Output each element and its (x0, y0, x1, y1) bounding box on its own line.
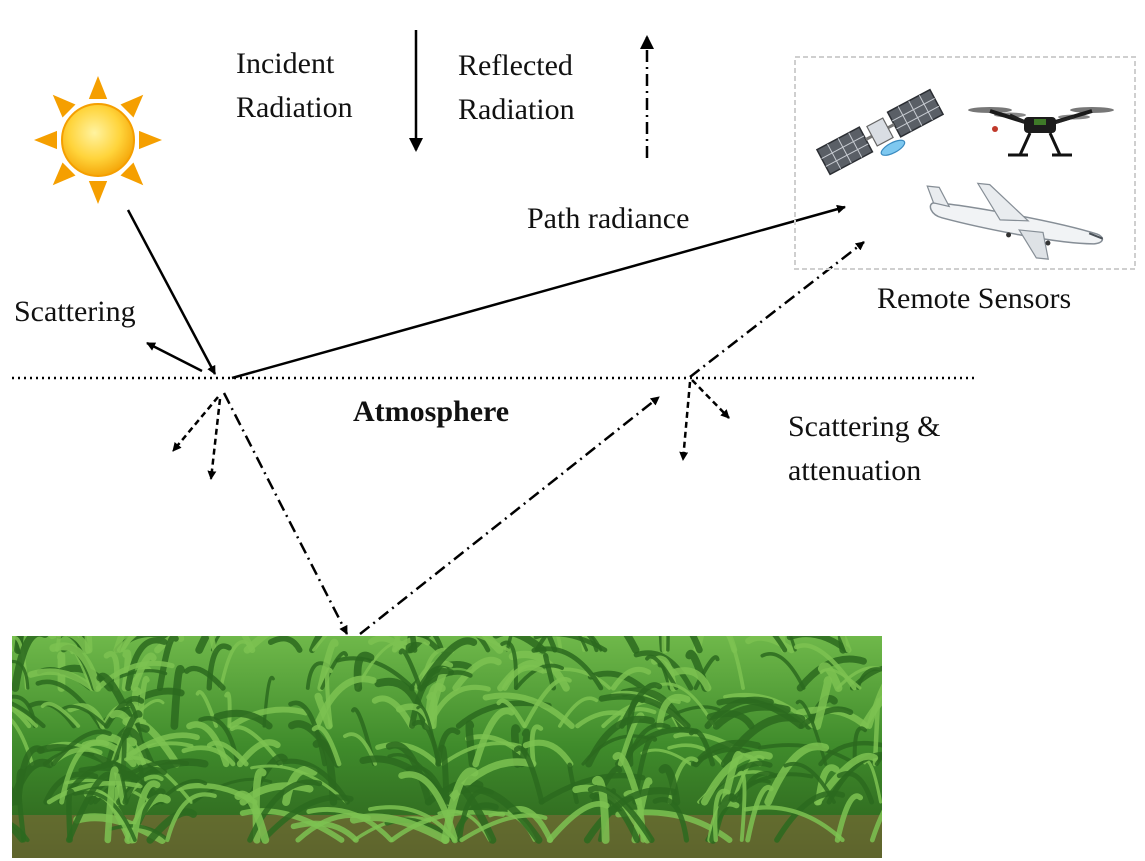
remote-sensors-frame (794, 56, 1136, 270)
reflected-ray-from-surface (359, 396, 660, 635)
crop-field-image (12, 636, 882, 858)
incident-ray (126, 209, 217, 375)
transmitted-ray-to-surface (222, 392, 349, 635)
incident-radiation-label: Incident Radiation (236, 47, 353, 124)
scatter-down-arrow (207, 398, 222, 480)
atmosphere-label: Atmosphere (353, 395, 510, 428)
scatter-down-left-arrow (172, 396, 219, 452)
reflected-radiation-label: Reflected Radiation (458, 49, 575, 126)
satellite-icon (815, 88, 945, 176)
drone-icon (968, 107, 1114, 157)
attenuation-down-right-arrow (691, 379, 730, 419)
scattering-arrow (146, 341, 203, 373)
path-radiance-label: Path radiance (527, 202, 690, 235)
scattering-attenuation-label: Scattering & attenuation (788, 410, 941, 487)
scattering-label: Scattering (14, 295, 136, 328)
reflected-ray-to-sensors (689, 241, 865, 378)
airplane-icon (926, 182, 1104, 260)
path-radiance-ray (231, 204, 846, 380)
attenuation-down-arrow (679, 381, 692, 461)
remote-sensors-label: Remote Sensors (877, 282, 1072, 315)
sun-icon (34, 76, 162, 204)
